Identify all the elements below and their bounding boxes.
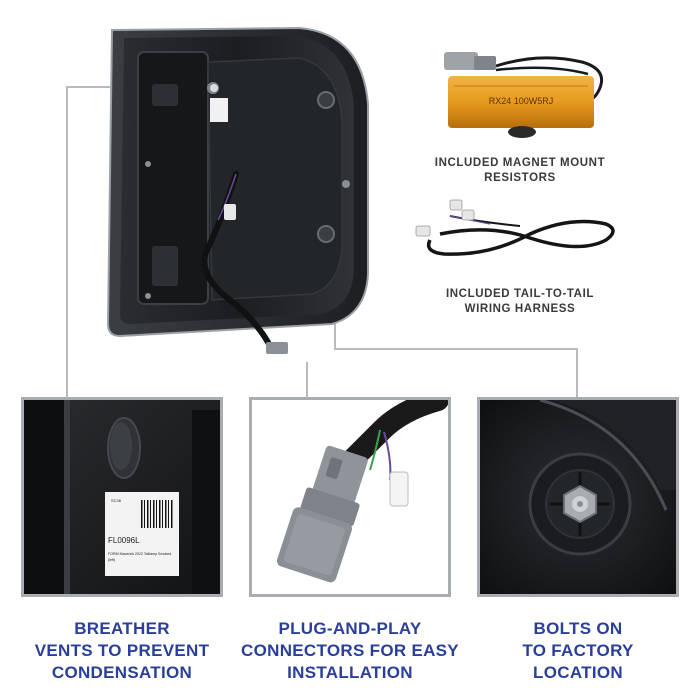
harness-caption-line2: WIRING HARNESS <box>464 303 576 315</box>
resistor-image: RX24 100W5RJ <box>444 52 603 138</box>
inset-bolt-location <box>477 397 679 597</box>
feature-caption-breather: BREATHER VENTS TO PREVENT CONDENSATION <box>14 618 230 684</box>
feature-bolt-line1: BOLTS ON <box>533 619 623 638</box>
harness-image <box>415 199 615 256</box>
taillamp-image <box>106 26 369 354</box>
connector-line-right-v2 <box>576 348 578 397</box>
sticker-code: SC36 <box>111 498 122 503</box>
sticker-barcode <box>141 500 173 528</box>
inset-breather-vent: SC36 FL0096L FORM Maverick 2022 Taillamp… <box>21 397 223 597</box>
feature-breather-line1: BREATHER <box>74 619 170 638</box>
resistor-label: RX24 100W5RJ <box>489 96 554 106</box>
feature-breather-line3: CONDENSATION <box>51 663 193 682</box>
inset-plug-connector <box>249 397 451 597</box>
resistor-caption-line1: INCLUDED MAGNET MOUNT <box>434 157 606 169</box>
resistor-caption-line2: RESISTORS <box>484 172 556 184</box>
feature-bolt-line3: LOCATION <box>533 663 623 682</box>
sticker-part-number: FL0096L <box>108 536 140 545</box>
feature-breather-line2: VENTS TO PREVENT <box>34 641 210 660</box>
feature-plug-line1: PLUG-AND-PLAY <box>278 619 422 638</box>
feature-plug-line3: INSTALLATION <box>287 663 413 682</box>
connector-line-right-h <box>334 348 578 350</box>
connector-line-mid-v <box>306 362 308 397</box>
feature-plug-line2: CONNECTORS FOR EASY <box>241 641 459 660</box>
feature-caption-plug: PLUG-AND-PLAY CONNECTORS FOR EASY INSTAL… <box>238 618 462 684</box>
sticker-desc-line1: FORM Maverick 2022 Taillamp Smoked <box>108 552 172 556</box>
part-sticker: SC36 FL0096L FORM Maverick 2022 Taillamp… <box>105 492 179 576</box>
feature-bolt-line2: TO FACTORY <box>522 641 634 660</box>
sticker-desc-line2: (left) <box>108 558 116 562</box>
harness-caption-line1: INCLUDED TAIL-TO-TAIL <box>445 288 595 300</box>
connector-line-left-v <box>66 86 68 397</box>
feature-caption-bolt: BOLTS ON TO FACTORY LOCATION <box>470 618 686 684</box>
resistor-caption: INCLUDED MAGNET MOUNT RESISTORS <box>420 156 620 186</box>
harness-caption: INCLUDED TAIL-TO-TAIL WIRING HARNESS <box>420 287 620 317</box>
